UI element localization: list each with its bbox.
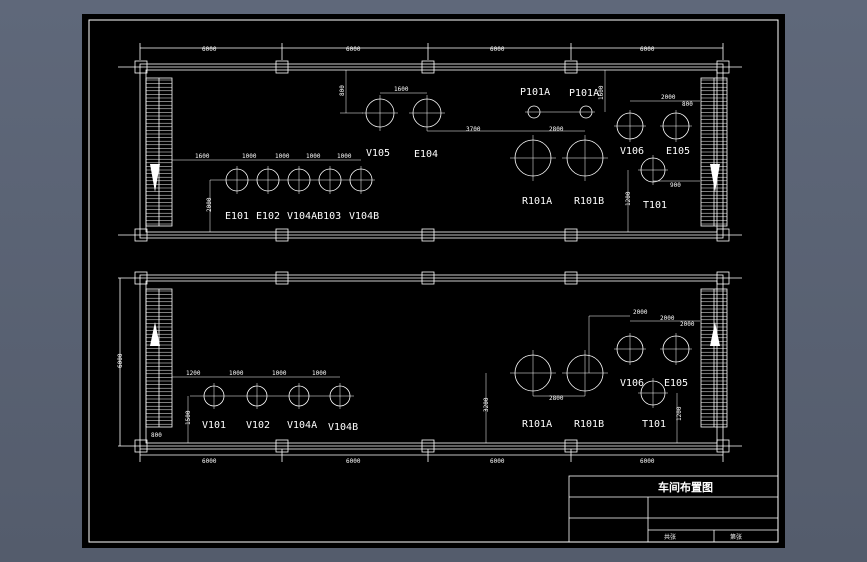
bottom-plan <box>118 271 742 462</box>
top-dim-1600a: 1600 <box>394 86 409 93</box>
top-grid-dims: 6000 6000 6000 6000 <box>202 46 655 53</box>
top-left-stair-arrow <box>150 164 160 192</box>
bottom-grid-dim-1: 6000 <box>202 458 217 465</box>
top-right-stair-arrow <box>710 164 720 192</box>
top-plan <box>118 43 742 242</box>
bottom-equipment-labels: V101 V102 V104A V104B R101A R101B V106 E… <box>202 378 688 433</box>
bottom-label-r101b: R101B <box>574 419 604 430</box>
top-grid-dim-2: 6000 <box>346 46 361 53</box>
top-grid-dim-1: 6000 <box>202 46 217 53</box>
top-label-e101: E101 <box>225 211 249 222</box>
bottom-dim-3200: 3200 <box>483 397 490 412</box>
top-label-p101a-right: P101A <box>569 88 599 99</box>
top-label-e104: E104 <box>414 149 438 160</box>
top-dim-1000c: 1000 <box>306 153 321 160</box>
top-right-stair-steps <box>701 79 727 225</box>
bottom-dim-1000b: 1000 <box>272 370 287 377</box>
bottom-dim-800: 800 <box>151 432 162 439</box>
bottom-right-stair-arrow <box>710 322 720 346</box>
top-dim-1000d: 1000 <box>337 153 352 160</box>
title-block <box>568 475 779 543</box>
sheet-number-label: 第张 <box>730 533 742 541</box>
bottom-left-stair-arrow <box>150 322 160 346</box>
top-dim-1600c: 1600 <box>195 153 210 160</box>
bottom-label-v104b: V104B <box>328 422 358 433</box>
bottom-dim-1200a: 1200 <box>186 370 201 377</box>
bottom-dim-2000c: 2000 <box>680 321 695 328</box>
bottom-dim-2800: 2800 <box>549 395 564 402</box>
bottom-dim-1200b: 1200 <box>676 406 683 421</box>
bottom-wall-outer <box>139 274 724 450</box>
sheet-border <box>88 19 779 543</box>
top-dims: 800 1600 1600 2000 800 3700 2800 1600 10… <box>195 85 693 212</box>
sheet-total-label: 共张 <box>664 533 676 541</box>
bottom-grid-dim-2: 6000 <box>346 458 361 465</box>
top-label-v105: V105 <box>366 148 390 159</box>
bottom-left-stairs <box>145 288 173 428</box>
top-grid-dim-3: 6000 <box>490 46 505 53</box>
bottom-label-v101: V101 <box>202 420 226 431</box>
top-label-e105: E105 <box>666 146 690 157</box>
top-label-e102: E102 <box>256 211 280 222</box>
bottom-dim-1500: 1500 <box>185 410 192 425</box>
bottom-dim-1000a: 1000 <box>229 370 244 377</box>
bottom-grid-dim-3: 6000 <box>490 458 505 465</box>
bottom-label-v104a: V104A <box>287 420 317 431</box>
top-dim-800a: 800 <box>339 85 346 96</box>
top-label-v104ab103: V104AB103 <box>287 211 341 222</box>
top-dim-1000b: 1000 <box>275 153 290 160</box>
top-dim-3700: 3700 <box>466 126 481 133</box>
top-dim-2000b: 2000 <box>206 197 213 212</box>
top-grid-dim-4: 6000 <box>640 46 655 53</box>
top-equipment-labels: V105 E104 P101A P101A R101A R101B V106 E… <box>225 87 690 222</box>
top-left-stair-steps <box>146 79 172 225</box>
top-label-r101a: R101A <box>522 196 552 207</box>
top-dim-1000a: 1000 <box>242 153 257 160</box>
top-dim-1200: 1200 <box>625 191 632 206</box>
top-dim-2800: 2800 <box>549 126 564 133</box>
bottom-dim-6000v: 6000 <box>117 353 124 368</box>
bottom-grid-dims: 6000 6000 6000 6000 <box>202 458 655 465</box>
top-dim-800b: 800 <box>682 101 693 108</box>
bottom-label-t101: T101 <box>642 419 666 430</box>
top-label-v106: V106 <box>620 146 644 157</box>
bottom-dim-2000a: 2000 <box>633 309 648 316</box>
top-label-t101: T101 <box>643 200 667 211</box>
top-label-v104b: V104B <box>349 211 379 222</box>
drawing-title: 车间布置图 <box>658 480 713 494</box>
bottom-grid-dim-4: 6000 <box>640 458 655 465</box>
top-wall-outer <box>139 63 724 239</box>
top-label-p101a-left: P101A <box>520 87 550 98</box>
top-column <box>134 60 148 74</box>
top-dim-2000a: 2000 <box>661 94 676 101</box>
bottom-dims: 6000 1200 1000 1000 1000 1500 800 3200 2… <box>117 309 695 439</box>
bottom-label-v106: V106 <box>620 378 644 389</box>
bottom-right-stairs <box>700 288 728 428</box>
bottom-label-e105: E105 <box>664 378 688 389</box>
top-label-r101b: R101B <box>574 196 604 207</box>
bottom-dim-2000b: 2000 <box>660 315 675 322</box>
top-dim-1600b: 1600 <box>598 85 605 100</box>
bottom-left-stair-steps <box>146 290 172 425</box>
bottom-dim-1000c: 1000 <box>312 370 327 377</box>
bottom-label-r101a: R101A <box>522 419 552 430</box>
bottom-label-v102: V102 <box>246 420 270 431</box>
top-dim-900: 900 <box>670 182 681 189</box>
